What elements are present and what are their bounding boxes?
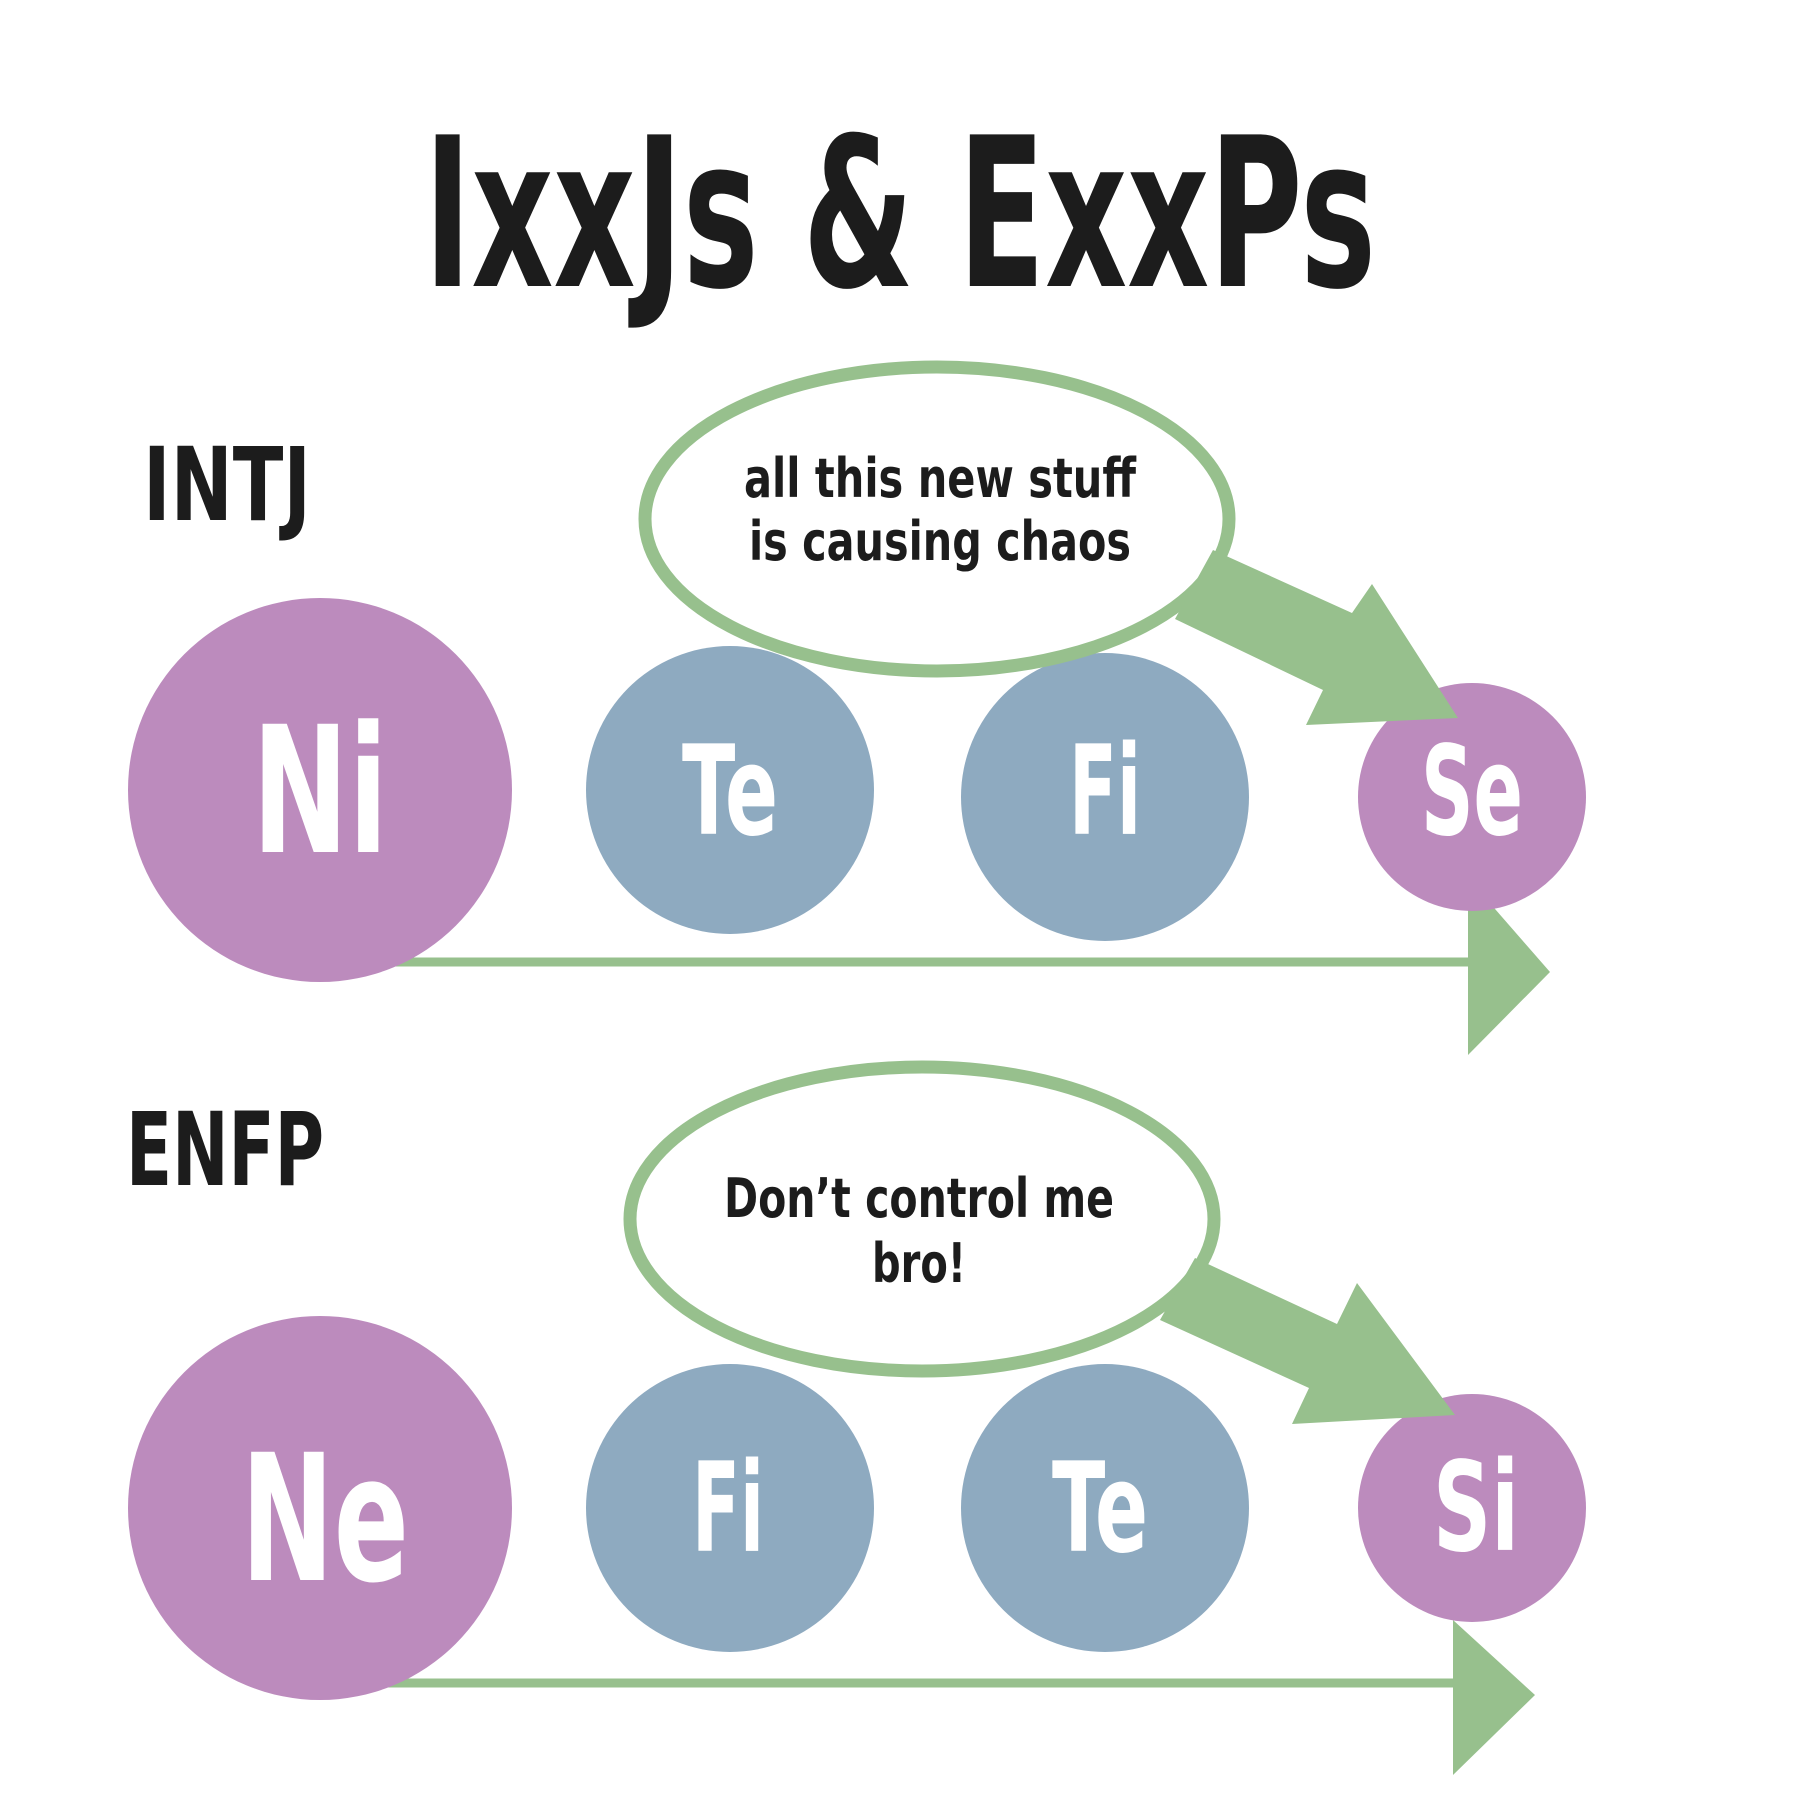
speech-bubble xyxy=(638,360,1236,678)
speech-bubble-pointer-arrow xyxy=(1160,1258,1455,1424)
type-label: ENFP xyxy=(126,1091,324,1210)
speech-text-line-2: is causing chaos xyxy=(749,510,1131,573)
speech-text-line-1: all this new stuff xyxy=(744,447,1137,510)
speech-text-line-1: Don’t control me xyxy=(724,1167,1114,1230)
speech-bubble xyxy=(623,1060,1221,1378)
function-label: Fi xyxy=(692,1437,764,1581)
speech-bubble-pointer-arrow xyxy=(1175,550,1458,725)
function-label: Se xyxy=(1421,720,1523,864)
function-circle-tertiary xyxy=(961,1364,1249,1652)
page-title: IxxJs & ExxPs xyxy=(424,94,1376,336)
speech-text-line-2: bro! xyxy=(872,1232,966,1295)
function-circle-dominant xyxy=(128,598,512,982)
function-label: Ni xyxy=(252,689,388,894)
section-enfp: ENFP Ne Fi Te Si Don’t control me bro! xyxy=(126,1060,1586,1775)
timeline-arrowhead xyxy=(1468,878,1550,1055)
function-circle-auxiliary xyxy=(586,646,874,934)
function-label: Fi xyxy=(1069,720,1141,864)
timeline-arrowhead xyxy=(1453,1620,1535,1775)
function-label: Si xyxy=(1433,1436,1519,1580)
type-label: INTJ xyxy=(143,426,311,545)
function-circle-inferior xyxy=(1358,683,1586,911)
function-circle-tertiary xyxy=(961,653,1249,941)
function-circle-auxiliary xyxy=(586,1364,874,1652)
function-circle-inferior xyxy=(1358,1394,1586,1622)
function-label: Ne xyxy=(241,1417,409,1622)
function-label: Te xyxy=(1052,1437,1148,1581)
function-label: Te xyxy=(682,720,778,864)
function-circle-dominant xyxy=(128,1316,512,1700)
section-intj: INTJ Ni Te Fi Se all this new stuff is c… xyxy=(128,360,1586,1055)
